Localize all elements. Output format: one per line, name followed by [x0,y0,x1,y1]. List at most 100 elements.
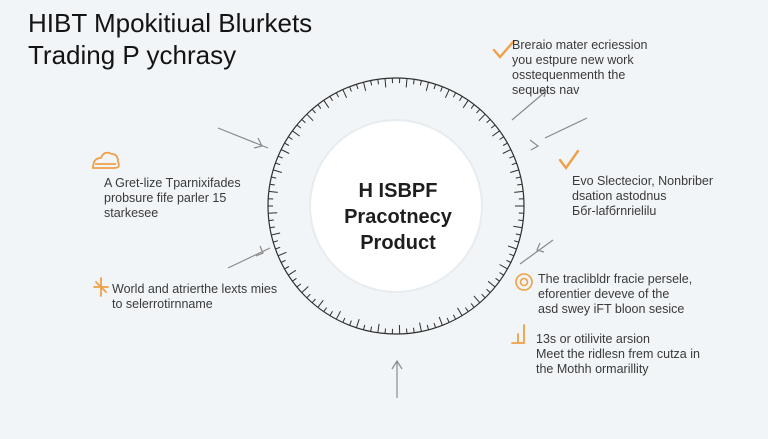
ring-tick [323,307,328,312]
ring-tick [268,212,278,214]
callout-text: The traclibldr fracie persele, [538,272,693,286]
ring-tick [288,136,293,140]
callout-text: you estpure new work [512,53,634,67]
ring-tick [292,130,300,137]
ring-tick [495,277,500,282]
ring-tick [311,298,316,304]
ring-tick [478,113,486,122]
ring-tick [413,79,415,85]
ring-tick [269,183,275,186]
ring-tick [275,162,281,166]
ring-tick [490,124,496,129]
ring-tick [335,310,341,320]
ring-tick [499,264,508,270]
page-title: HIBT Mpokitiual Blurkets Trading P ychra… [28,8,312,70]
ring-tick [452,92,457,98]
ring-tick [509,253,515,257]
ring-tick [462,100,469,109]
callout-text: to selerrotirnname [112,297,213,311]
ring-tick [514,190,524,193]
ring-tick [370,80,373,86]
ring-tick [271,176,277,179]
center-product-label: H ISBPF Pracotnecy Product [318,178,478,256]
ring-tick [271,232,281,236]
ring-tick [470,104,475,109]
check-icon [492,39,516,59]
ring-tick [306,293,311,299]
ring-tick [301,286,309,293]
ring-tick [280,259,286,263]
callout-right-upper: Evo Slectecior, Nonbriber dsation astodn… [572,174,713,219]
callout-top-right: Breraio mater ecriession you estpure new… [512,38,647,98]
callout-left-lower: World and atrierthe lexts mies to selerr… [112,282,277,312]
chart-icon [511,324,525,344]
ring-tick [486,119,491,124]
callout-text: sequets nav [512,83,580,97]
ring-tick [377,323,380,333]
ring-tick [355,84,359,90]
ring-tick [268,190,278,193]
ring-tick [506,259,512,263]
ring-tick [513,225,523,229]
ring-tick [473,295,481,304]
center-line-1: H ISBPF [358,180,438,202]
arrow-left-upper [217,127,269,149]
center-line-3: Product [360,232,436,254]
callout-right-lower: 13s or otilivite arsion Meet the ridlesn… [536,332,700,377]
ring-tick [301,119,306,124]
check-icon [558,149,580,171]
ring-ticks [268,78,524,334]
callout-text: dsation astodnus [572,189,667,203]
callout-right-middle: The traclibldr fracie persele, eforentie… [538,272,692,317]
ring-tick [419,80,422,86]
ring-tick [384,78,387,88]
ring-tick [296,283,302,288]
ring-tick [502,142,508,146]
ring-tick [329,311,333,316]
ring-tick [273,240,279,243]
ring-tick [277,155,283,159]
ring-tick [406,328,408,334]
ring-tick [370,326,373,332]
title-line-1: HIBT Mpokitiual Blurkets [28,8,313,38]
ring-tick [288,269,297,276]
ring-tick [507,245,517,250]
ring-tick [317,104,322,109]
ring-tick [323,100,330,109]
ring-tick [438,316,443,326]
ring-tick [464,307,469,312]
arrow-right-middle [519,239,554,265]
ring-tick [277,251,287,257]
ring-tick [306,113,314,122]
ring-tick [517,183,523,186]
callout-text: probsure fife parler 15 [104,191,227,205]
ring-tick [499,272,504,276]
ring-tick [515,233,521,236]
ring-tick [459,96,463,101]
ring-tick [511,162,517,166]
ring-tick [317,299,324,308]
callout-text: asd swey iFT bloon sesice [538,302,685,316]
ring-tick [269,226,275,229]
ring-tick [273,169,282,173]
callout-left-upper: A Gret-lize Tparnixifades probsure fife … [104,176,241,221]
ring-tick [284,142,290,146]
ring-tick [470,303,475,308]
callout-text: World and atrierthe lexts mies [112,282,278,296]
ring-tick [425,82,429,92]
ring-tick [513,240,519,243]
callout-text: eforentier deveve of the [538,287,670,301]
callout-text: osstequenmenth the [512,68,626,82]
ring-tick [518,219,524,222]
arrow-left-lower [227,247,271,269]
ring-tick [280,149,290,154]
callout-text: starkesee [104,206,159,220]
ring-tick [487,280,496,288]
ring-tick [384,328,386,334]
center-line-2: Pracotnecy [344,206,452,228]
ring-tick [363,324,366,330]
ring-tick [335,92,340,98]
ring-tick [349,86,352,92]
ring-tick [405,78,408,88]
